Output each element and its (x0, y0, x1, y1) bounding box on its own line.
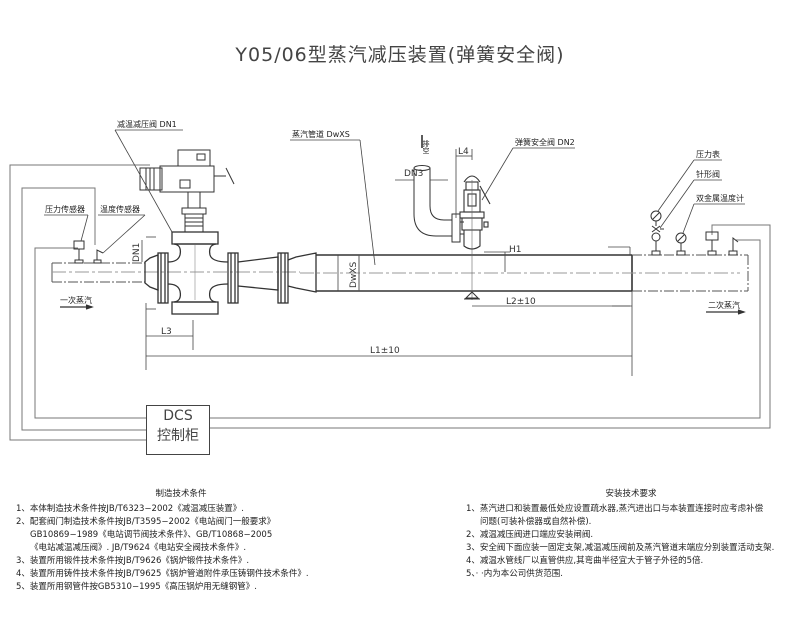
label-pressure-sensor: 压力传感器 (45, 204, 85, 214)
installation-notes-heading: 安装技术要求 (605, 489, 657, 499)
dim-dn3: DN3 (404, 169, 423, 179)
desuperheat-valve-body (167, 231, 229, 315)
outlet-reducers (227, 252, 317, 304)
label-needle-valve: 针形阀 (696, 169, 720, 179)
dim-h1: H1 (509, 245, 522, 255)
manufacturing-note: 3、装置所用锻件技术条件按JB/T9626《锅炉锻件技术条件》. (16, 556, 250, 566)
manufacturing-note: 5、装置所用钢管件按GB5310−1995《高压锅炉用无缝钢管》. (16, 582, 257, 592)
manufacturing-notes-heading: 制造技术条件 (155, 489, 207, 499)
installation-note: 2、减温减压阀进口端应安装闸阀. (466, 530, 594, 540)
manufacturing-notes: 制造技术条件 1、本体制造技术条件按JB/T6323−2002《减温减压装置》.… (16, 488, 346, 594)
dim-l2: L2±10 (506, 297, 536, 307)
secondary-steam-arrow-icon (706, 309, 746, 315)
dcs-wiring-left (9, 164, 150, 441)
label-spring-safety-valve: 弹簧安全阀 DN2 (515, 137, 575, 147)
leader-lines (44, 129, 745, 266)
dcs-cabinet-label: 控制柜 (157, 428, 199, 444)
dim-dwxs: DwXS (349, 262, 359, 288)
label-temperature-sensor: 温度传感器 (100, 204, 140, 214)
installation-note: 问题(可装补偿器或自然补偿). (480, 517, 592, 527)
installation-notes: 安装技术要求 1、蒸汽进口和装置最低处应设置疏水器,蒸汽进出口与本装置连接时应考… (466, 488, 796, 581)
label-pressure-gauge: 压力表 (696, 149, 720, 159)
label-desuperheat-valve: 减温减压阀 DN1 (117, 119, 177, 129)
pressure-sensor-icon (73, 240, 85, 264)
needle-valve-icon (651, 221, 664, 256)
manufacturing-note: 2、配套阀门制造技术条件按JB/T3595−2002《电站阀门一般要求》 (16, 517, 276, 527)
dim-dn1: DN1 (132, 243, 142, 262)
manufacturing-note: 1、本体制造技术条件按JB/T6323−2002《减温减压装置》. (16, 504, 244, 514)
spring-safety-valve-icon (459, 175, 491, 300)
primary-steam-arrow-icon (60, 304, 94, 310)
electric-actuator-icon (139, 149, 235, 193)
manufacturing-note: GB10869−1989《电站调节阀技术条件》、GB/T10868−2005 (30, 530, 273, 540)
manufacturing-note: 4、装置所用铸件技术条件按JB/T9625《锅炉管道附件承压铸钢件技术条件》. (16, 569, 309, 579)
label-vent: 排空 (422, 139, 430, 154)
dcs-label: DCS (163, 408, 193, 424)
bimetal-thermometer-icon (675, 232, 687, 256)
installation-note: 3、安全阀下面应装一固定支架,减温减压阀前及蒸汽管道末端应分别装置活动支架. (466, 543, 775, 553)
dim-l3: L3 (161, 327, 172, 337)
installation-note: 5、· ·内为本公司供货范围. (466, 569, 563, 579)
primary-steam-pipe (52, 262, 145, 283)
installation-note: 1、蒸汽进口和装置最低处应设置疏水器,蒸汽进出口与本装置连接时应考虑补偿 (466, 504, 764, 514)
temperature-sensor-right-icon (728, 236, 739, 256)
dim-l1: L1±10 (370, 346, 400, 356)
label-bimetal-thermometer: 双金属温度计 (696, 193, 744, 203)
inlet-flange (144, 252, 169, 304)
dcs-control-cabinet: DCS 控制柜 (146, 405, 210, 455)
label-secondary-steam: 二次蒸汽 (708, 300, 740, 310)
dimension-lines (141, 149, 633, 376)
pressure-gauge-icon (650, 210, 662, 222)
pressure-sensor-right-icon (705, 231, 719, 256)
label-primary-steam: 一次蒸汽 (60, 295, 92, 305)
fixed-support-icon (464, 291, 480, 300)
dcs-wiring-right (208, 224, 771, 429)
manufacturing-note: 《电站减温减压阀》. JB/T9624《电站安全阀技术条件》. (30, 543, 247, 553)
installation-note: 4、减温水管线厂以直管供应,其弯曲半径宜大于管子外径的5倍. (466, 556, 704, 566)
drawing-title: Y05/06型蒸汽减压装置(弹簧安全阀) (235, 44, 565, 66)
temperature-sensor-icon (93, 249, 104, 264)
label-steam-pipe: 蒸汽管道 DwXS (292, 129, 350, 139)
vent-pipe-icon (413, 165, 464, 243)
dim-l4: L4 (458, 147, 469, 157)
valve-bellows (181, 191, 207, 233)
